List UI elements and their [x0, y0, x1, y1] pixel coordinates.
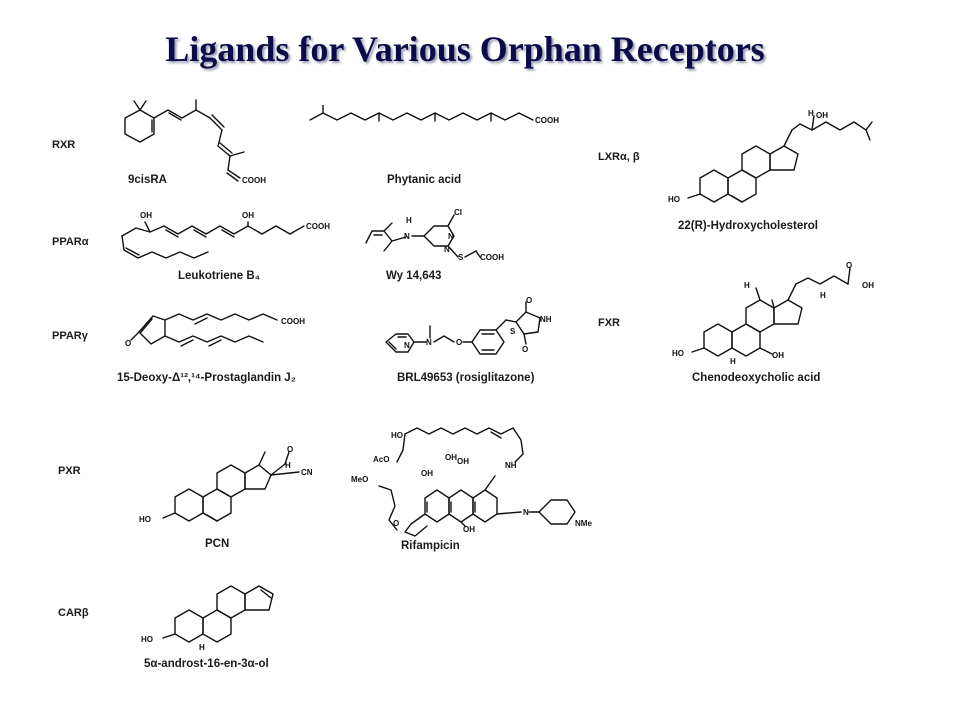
svg-text:Cl: Cl	[454, 208, 462, 217]
svg-text:CN: CN	[301, 468, 313, 477]
svg-text:OH: OH	[862, 281, 874, 290]
svg-text:O: O	[456, 338, 462, 347]
structure-prostaglandin-j2: O COOH	[125, 306, 325, 356]
receptor-label-fxr: FXR	[598, 317, 620, 329]
receptor-label-ppar-alpha: PPARα	[52, 236, 89, 248]
svg-text:NH: NH	[505, 461, 517, 470]
svg-text:N: N	[448, 232, 454, 241]
structure-phytanic-acid: COOH	[305, 105, 575, 135]
compound-name-brl49653: BRL49653 (rosiglitazone)	[397, 372, 535, 384]
svg-text:HO: HO	[141, 635, 153, 644]
svg-text:O: O	[393, 519, 399, 528]
svg-text:COOH: COOH	[480, 253, 504, 262]
svg-text:H: H	[199, 643, 205, 652]
slide-title: Ligands for Various Orphan Receptors	[165, 29, 765, 69]
svg-text:OH: OH	[816, 111, 828, 120]
svg-text:S: S	[458, 253, 464, 262]
svg-text:O: O	[287, 445, 293, 454]
svg-text:H: H	[406, 216, 412, 225]
compound-name-chenodeoxycholic-acid: Chenodeoxycholic acid	[692, 372, 821, 384]
compound-name-prostaglandin-j2: 15-Deoxy-Δ¹²,¹⁴-Prostaglandin J₂	[117, 372, 296, 384]
compound-name-leukotriene-b4: Leukotriene B₄	[178, 270, 261, 282]
svg-text:N: N	[404, 232, 410, 241]
compound-name-22r-hydroxycholesterol: 22(R)-Hydroxycholesterol	[678, 220, 818, 232]
structure-pcn: HO O H CN	[135, 442, 335, 532]
svg-text:COOH: COOH	[242, 176, 266, 185]
compound-name-phytanic-acid: Phytanic acid	[387, 174, 462, 186]
svg-text:O: O	[526, 296, 532, 305]
svg-text:OH: OH	[242, 211, 254, 220]
svg-text:NMe: NMe	[575, 519, 592, 528]
compound-name-pcn: PCN	[205, 538, 230, 550]
structure-brl49653: N N O O NH O S	[378, 296, 578, 368]
structure-wy-14643: H N Cl N N S COOH	[362, 205, 522, 267]
svg-text:N: N	[523, 508, 529, 517]
svg-text:AcO: AcO	[373, 455, 389, 464]
svg-text:HO: HO	[668, 195, 680, 204]
compound-name-9cisra: 9cisRA	[128, 174, 167, 186]
svg-text:O: O	[846, 261, 852, 270]
svg-text:H: H	[285, 461, 291, 470]
svg-text:OH: OH	[445, 453, 457, 462]
receptor-label-pxr: PXR	[58, 465, 81, 477]
svg-text:OH: OH	[140, 211, 152, 220]
svg-text:COOH: COOH	[281, 317, 305, 326]
svg-text:COOH: COOH	[535, 116, 559, 125]
svg-text:HO: HO	[672, 349, 684, 358]
svg-text:OH: OH	[463, 525, 475, 534]
compound-name-androstenol: 5α-androst-16-en-3α-ol	[144, 658, 269, 670]
svg-text:COOH: COOH	[306, 222, 330, 231]
svg-text:OH: OH	[457, 457, 469, 466]
structure-rifampicin: HO OH OH AcO MeO OH NH N NMe O OH	[345, 420, 615, 540]
svg-text:H: H	[730, 357, 736, 366]
svg-text:H: H	[820, 291, 826, 300]
svg-text:N: N	[426, 338, 432, 347]
svg-text:N: N	[444, 245, 450, 254]
svg-text:H: H	[744, 281, 750, 290]
compound-name-rifampicin: Rifampicin	[401, 540, 460, 552]
svg-text:HO: HO	[139, 515, 151, 524]
svg-text:O: O	[522, 345, 528, 354]
svg-text:O: O	[125, 339, 131, 348]
svg-text:HO: HO	[391, 431, 403, 440]
structure-chenodeoxycholic-acid: HO H OH H H O OH	[668, 260, 898, 368]
svg-text:H: H	[808, 109, 814, 118]
structure-22r-hydroxycholesterol: HO OH H	[660, 108, 890, 213]
svg-text:NH: NH	[540, 315, 552, 324]
receptor-label-lxr: LXRα, β	[598, 151, 640, 163]
structure-androstenol: HO H	[135, 578, 335, 658]
structure-leukotriene-b4: OH OH COOH	[112, 208, 352, 270]
svg-text:S: S	[510, 327, 516, 336]
receptor-label-car-beta: CARβ	[58, 607, 89, 619]
structure-9cisra: COOH	[110, 98, 300, 190]
compound-name-wy-14643: Wy 14,643	[386, 270, 442, 282]
svg-text:OH: OH	[421, 469, 433, 478]
receptor-label-ppar-gamma: PPARγ	[52, 330, 88, 342]
svg-text:OH: OH	[772, 351, 784, 360]
receptor-label-rxr: RXR	[52, 139, 76, 151]
svg-text:N: N	[404, 341, 410, 350]
svg-text:MeO: MeO	[351, 475, 368, 484]
